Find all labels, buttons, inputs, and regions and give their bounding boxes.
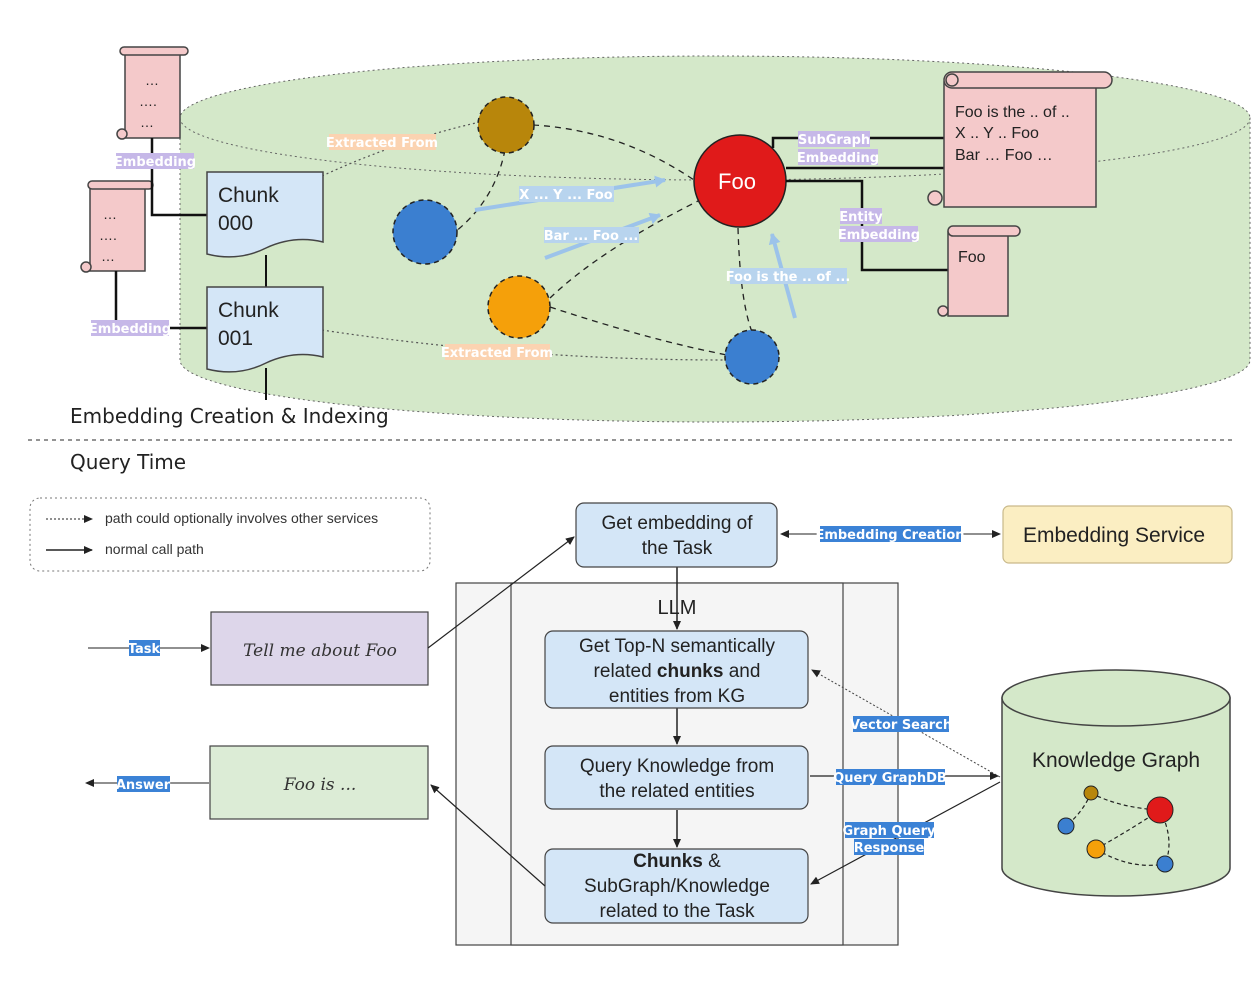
chunks-result-line-3: related to the Task bbox=[600, 901, 755, 922]
tag-embedding-1 bbox=[116, 153, 194, 169]
get-embedding-line-2: the Task bbox=[642, 538, 713, 559]
top-n-box bbox=[544, 630, 809, 709]
kg-node-blue-2 bbox=[1156, 855, 1174, 873]
legend-dotted-text: path could optionally involves other ser… bbox=[105, 510, 378, 526]
tag-subgraph bbox=[798, 131, 870, 147]
tag-extracted-from-1-text: Extracted From bbox=[326, 136, 438, 151]
legend-solid-text: normal call path bbox=[105, 541, 204, 557]
scroll-big bbox=[927, 71, 1113, 208]
kg-node-gold bbox=[1083, 785, 1099, 801]
tag-extracted-from-1 bbox=[329, 134, 436, 150]
tag-rel-foo-is-text: Foo is the .. of ... bbox=[726, 270, 851, 285]
chunks-result-line-2: SubGraph/Knowledge bbox=[584, 876, 770, 897]
tag-rel-bar bbox=[544, 227, 639, 243]
scroll-big-line-1: Foo is the .. of .. bbox=[955, 104, 1070, 121]
graph-node-gold bbox=[477, 96, 535, 154]
graph-node-blue-1 bbox=[392, 199, 458, 265]
tag-rel-foo-is bbox=[730, 268, 847, 284]
arrow-chunks-to-answer bbox=[430, 784, 546, 887]
tag-vector-search bbox=[853, 716, 949, 732]
chunk-000-line-1: Chunk bbox=[218, 184, 279, 207]
doc-scroll-2 bbox=[80, 180, 154, 273]
entity-connector bbox=[786, 179, 948, 272]
tag-subgraph-text-1: SubGraph bbox=[798, 133, 870, 148]
tag-subgraph-2 bbox=[798, 149, 878, 165]
kg-node-red bbox=[1146, 796, 1174, 824]
knowledge-graph-label: Knowledge Graph bbox=[1032, 749, 1200, 772]
graph-edges bbox=[454, 124, 753, 356]
doc1-line-2: …. bbox=[139, 93, 157, 109]
tag-embedding-2-text: Embedding bbox=[89, 322, 171, 337]
tag-task-text: Task bbox=[128, 642, 161, 657]
kg-node-orange bbox=[1086, 839, 1106, 859]
tag-extracted-from-2 bbox=[445, 344, 550, 360]
query-knowledge-line-2: the related entities bbox=[599, 781, 754, 802]
tag-query-graphdb bbox=[836, 769, 945, 785]
top-n-line-2: related chunks and bbox=[594, 661, 761, 682]
chunk-000-line-2: 000 bbox=[218, 212, 253, 235]
query-section-title: Query Time bbox=[70, 450, 186, 474]
tag-vector-search-text: Vector Search bbox=[850, 718, 952, 733]
tag-response bbox=[854, 839, 924, 855]
foo-node-label: Foo bbox=[718, 169, 756, 194]
doc1-line-3: … bbox=[140, 114, 154, 130]
knowledge-graph-cylinder bbox=[1001, 669, 1231, 897]
doc2-line-3: … bbox=[101, 248, 115, 264]
tag-embedding-1-text: Embedding bbox=[114, 155, 196, 170]
doc1-line-1: … bbox=[145, 72, 159, 88]
top-n-line-1: Get Top-N semantically bbox=[579, 636, 776, 657]
tag-graph-query bbox=[845, 822, 934, 838]
arrow-task-to-embedding bbox=[427, 536, 575, 649]
tag-entity bbox=[840, 208, 882, 224]
chunk-001 bbox=[206, 286, 324, 373]
legend-box bbox=[29, 497, 431, 572]
tag-query-graphdb-text: Query GraphDB bbox=[833, 771, 947, 786]
task-box bbox=[210, 611, 429, 686]
tag-answer-text: Answer bbox=[116, 778, 171, 793]
tag-entity-text-1: Entity bbox=[839, 210, 883, 225]
indexing-section-title: Embedding Creation & Indexing bbox=[70, 404, 389, 428]
scroll-big-line-2: X .. Y .. Foo bbox=[955, 125, 1039, 142]
tag-embedding-creation bbox=[820, 526, 961, 542]
answer-box bbox=[209, 745, 429, 820]
answer-text: Foo is ... bbox=[283, 775, 357, 795]
chunk-001-line-1: Chunk bbox=[218, 299, 279, 322]
subgraph-connector bbox=[771, 136, 945, 148]
embedding-service-label: Embedding Service bbox=[1023, 524, 1205, 547]
tag-entity-text-2: Embedding bbox=[838, 228, 920, 243]
top-n-line-3: entities from KG bbox=[609, 686, 745, 707]
chunk-000 bbox=[206, 171, 324, 258]
get-embedding-line-1: Get embedding of bbox=[601, 513, 753, 534]
tag-answer bbox=[117, 776, 170, 792]
tag-rel-bar-text: Bar ... Foo ... bbox=[544, 229, 639, 244]
tag-entity-2 bbox=[840, 226, 918, 242]
task-text: Tell me about Foo bbox=[243, 641, 397, 661]
scroll-small-text: Foo bbox=[958, 249, 986, 266]
tag-rel-xy bbox=[519, 186, 614, 202]
scroll-big-line-3: Bar … Foo … bbox=[955, 147, 1053, 164]
doc2-line-1: … bbox=[103, 206, 117, 222]
tag-graph-query-text: Graph Query bbox=[843, 824, 936, 839]
tag-subgraph-text-2: Embedding bbox=[797, 151, 879, 166]
tag-embedding-2 bbox=[91, 320, 169, 336]
tag-response-text: Response bbox=[854, 841, 925, 856]
tag-extracted-from-2-text: Extracted From bbox=[441, 346, 553, 361]
graph-node-orange bbox=[487, 275, 551, 339]
embedding-service-box bbox=[1002, 505, 1233, 564]
doc2-line-2: …. bbox=[99, 227, 117, 243]
tag-task bbox=[129, 640, 160, 656]
doc-scroll-1 bbox=[116, 46, 189, 140]
query-knowledge-box bbox=[544, 745, 809, 810]
tag-rel-xy-text: X ... Y ... Foo bbox=[519, 188, 612, 203]
scroll-small bbox=[937, 225, 1021, 317]
tag-embedding-creation-text: Embedding Creation bbox=[815, 528, 964, 543]
kg-node-blue-1 bbox=[1057, 817, 1075, 835]
graph-node-blue-2 bbox=[724, 329, 780, 385]
chunks-result-line-1: Chunks & bbox=[633, 851, 721, 872]
get-embedding-box bbox=[575, 502, 778, 568]
query-knowledge-line-1: Query Knowledge from bbox=[580, 756, 774, 777]
chunk-001-line-2: 001 bbox=[218, 327, 253, 350]
